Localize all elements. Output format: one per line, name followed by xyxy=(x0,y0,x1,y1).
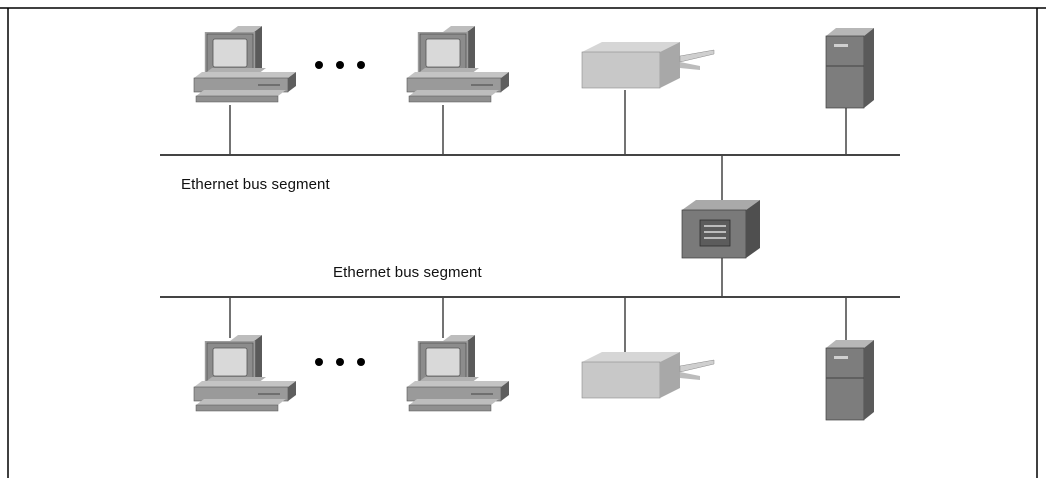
printer-icon xyxy=(581,41,715,89)
printer-icon xyxy=(581,351,715,399)
workstation-icon xyxy=(406,25,510,103)
workstation-icon xyxy=(193,334,297,412)
workstation-icon xyxy=(406,334,510,412)
ellipsis-dots xyxy=(315,61,365,69)
server-icon xyxy=(825,339,875,421)
segment-label-top: Ethernet bus segment xyxy=(181,176,330,193)
segment-label-bottom: Ethernet bus segment xyxy=(333,264,482,281)
workstation-icon xyxy=(193,25,297,103)
ellipsis-dots xyxy=(315,358,365,366)
server-icon xyxy=(825,27,875,109)
bridge-icon xyxy=(681,199,761,259)
